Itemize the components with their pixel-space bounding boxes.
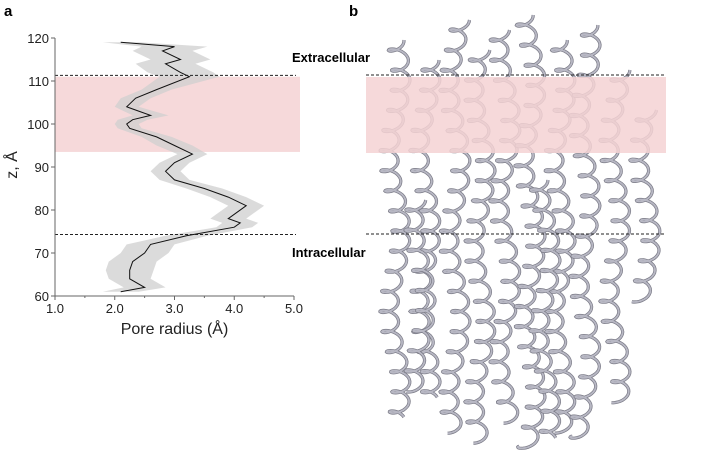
y-tick-label: 110 — [28, 74, 49, 89]
extracellular-label: Extracellular — [292, 50, 370, 65]
x-tick-label: 5.0 — [285, 301, 303, 316]
x-tick-label: 2.0 — [106, 301, 124, 316]
y-tick-label: 60 — [35, 289, 49, 304]
x-tick-label: 3.0 — [165, 301, 183, 316]
y-tick-label: 80 — [35, 203, 49, 218]
y-tick-label: 100 — [27, 117, 49, 132]
helix — [529, 179, 561, 439]
x-tick-label: 1.0 — [46, 301, 64, 316]
pore-radius-line — [120, 41, 248, 293]
highlight-band-b — [366, 77, 666, 153]
x-axis-label: Pore radius (Å) — [121, 319, 229, 338]
y-tick-label: 90 — [35, 160, 49, 175]
y-tick-label: 120 — [27, 31, 49, 46]
panel-label-a: a — [4, 3, 13, 20]
x-tick-label: 4.0 — [225, 301, 243, 316]
y-tick-label: 70 — [35, 246, 49, 261]
y-axis-label: z, Å — [2, 151, 21, 179]
helix — [404, 199, 436, 393]
intracellular-label: Intracellular — [292, 245, 366, 260]
panel-label-b: b — [349, 3, 358, 20]
